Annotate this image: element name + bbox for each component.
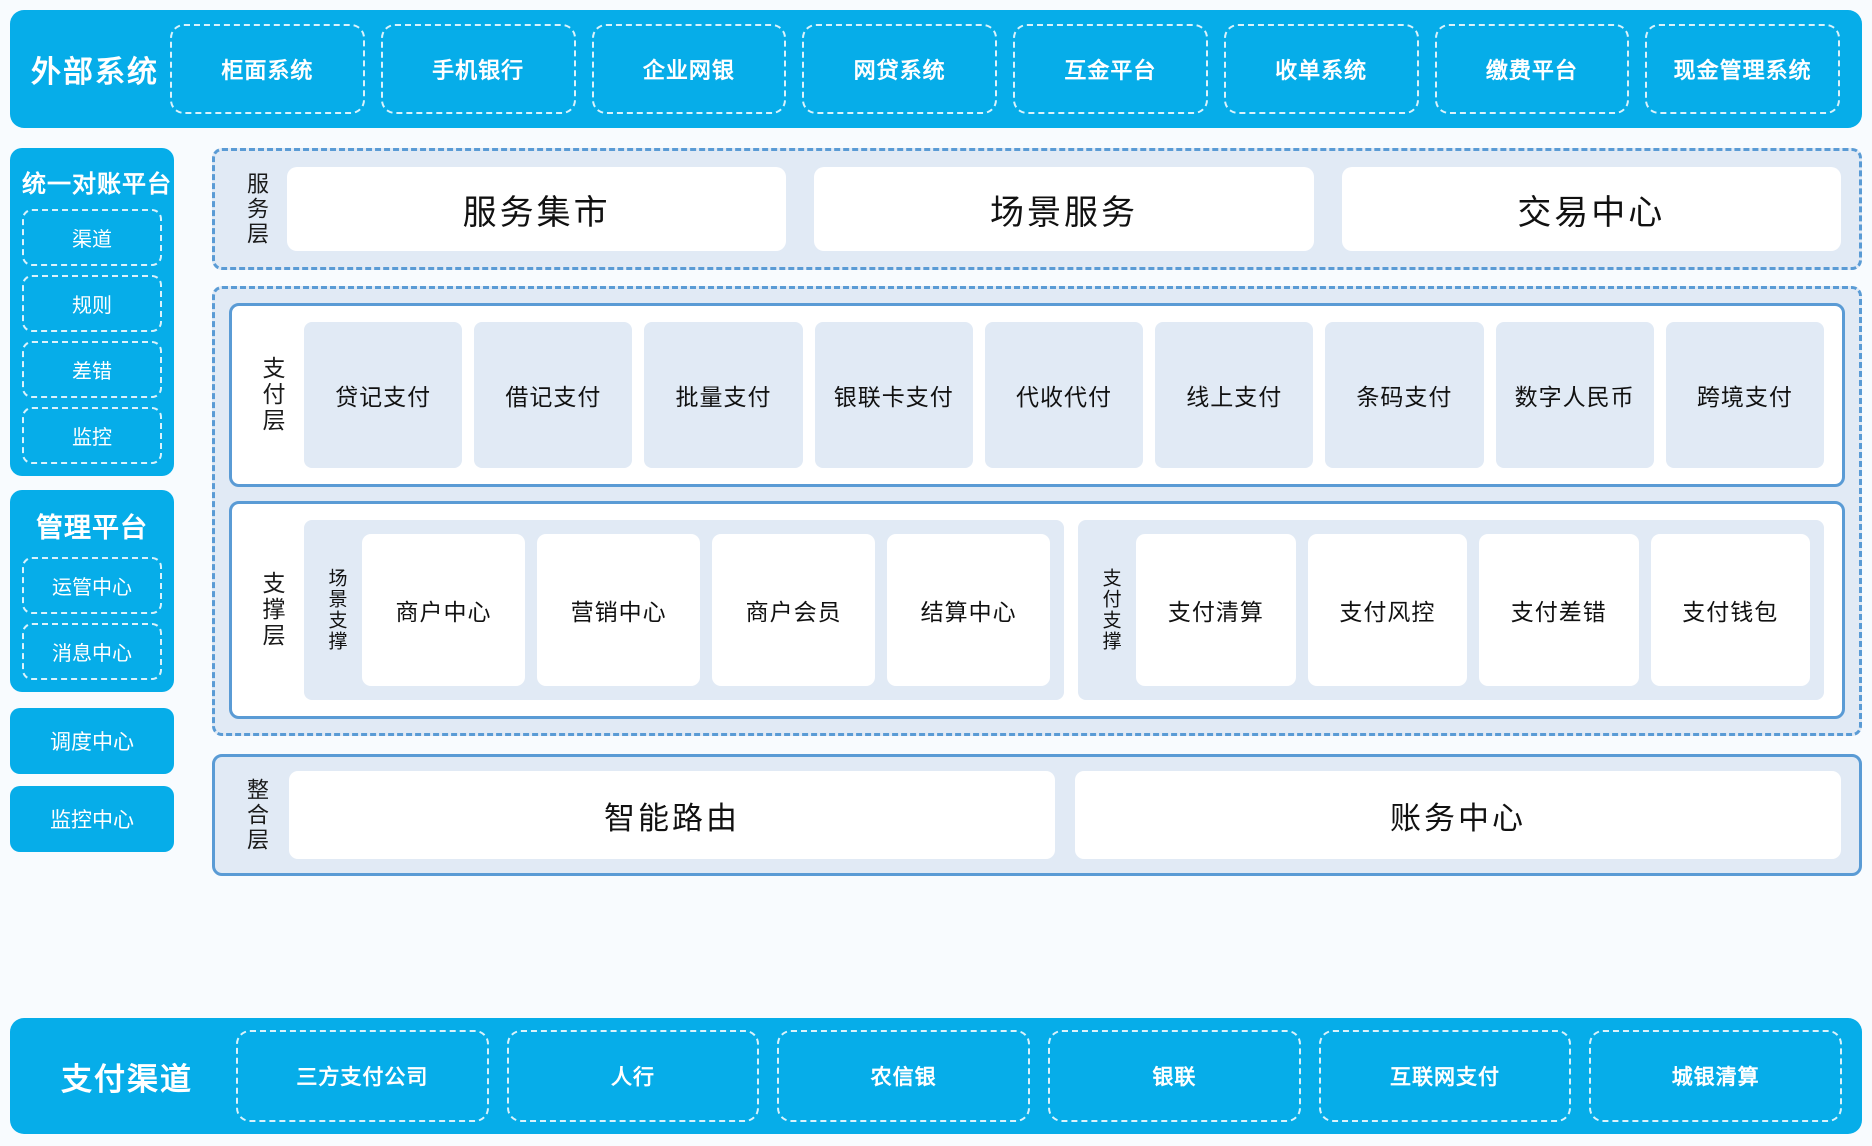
service-card-transaction[interactable]: 交易中心 <box>1341 167 1841 251</box>
left-rail: 统一对账平台 渠道 规则 差错 监控 管理平台 运管中心 消息中心 调度中心 监… <box>10 148 174 864</box>
external-system-chip[interactable]: 柜面系统 <box>170 24 365 114</box>
payment-support-group: 支付支撑 支付清算 支付风控 支付差错 支付钱包 <box>1078 520 1824 700</box>
payment-channel-chip[interactable]: 三方支付公司 <box>236 1030 489 1122</box>
payment-support-card-clearing[interactable]: 支付清算 <box>1136 534 1296 686</box>
scene-support-cards: 商户中心 营销中心 商户会员 结算中心 <box>362 534 1051 686</box>
payment-card-batch[interactable]: 批量支付 <box>644 322 803 468</box>
payment-support-card-error[interactable]: 支付差错 <box>1479 534 1639 686</box>
payment-card-unionpay[interactable]: 银联卡支付 <box>814 322 973 468</box>
payment-channel-chip[interactable]: 城银清算 <box>1589 1030 1843 1122</box>
scheduling-center-card[interactable]: 调度中心 <box>10 708 174 774</box>
management-item-operations-center[interactable]: 运管中心 <box>22 557 162 614</box>
scene-card-merchant-center[interactable]: 商户中心 <box>362 534 526 686</box>
reconciliation-item-error[interactable]: 差错 <box>22 341 162 398</box>
external-systems-title: 外部系统 <box>31 56 159 89</box>
payment-channels-title: 支付渠道 <box>61 1061 193 1097</box>
scene-support-group: 场景支撑 商户中心 营销中心 商户会员 结算中心 <box>304 520 1065 700</box>
payment-support-card-risk-control[interactable]: 支付风控 <box>1307 534 1468 686</box>
payment-layer: 支付层 贷记支付 借记支付 批量支付 银联卡支付 代收代付 线上支付 条码支付 … <box>229 303 1845 487</box>
management-item-message-center[interactable]: 消息中心 <box>22 623 162 680</box>
external-system-chip[interactable]: 缴费平台 <box>1434 24 1630 114</box>
support-layer: 支撑层 场景支撑 商户中心 营销中心 商户会员 结算中心 支付支撑 <box>229 501 1845 719</box>
payment-channel-chip[interactable]: 农信银 <box>777 1030 1031 1122</box>
external-systems-items: 柜面系统 手机银行 企业网银 网贷系统 互金平台 收单系统 缴费平台 现金管理系… <box>170 10 1862 128</box>
external-system-chip[interactable]: 手机银行 <box>380 24 576 114</box>
integration-layer-label: 整合层 <box>244 777 269 853</box>
scene-card-marketing-center[interactable]: 营销中心 <box>537 534 701 686</box>
payment-support-cards: 支付清算 支付风控 支付差错 支付钱包 <box>1136 534 1810 686</box>
payment-channel-chip[interactable]: 银联 <box>1048 1030 1301 1122</box>
payment-channels-bar: 支付渠道 三方支付公司 人行 农信银 银联 互联网支付 城银清算 <box>10 1018 1862 1134</box>
reconciliation-item-rule[interactable]: 规则 <box>22 275 162 332</box>
layer-stack: 服务层 服务集市 场景服务 交易中心 支付层 贷记支付 借记支付 批量支付 银联… <box>212 148 1862 876</box>
service-card-scenario[interactable]: 场景服务 <box>814 167 1314 251</box>
payment-card-barcode[interactable]: 条码支付 <box>1325 322 1484 468</box>
payment-card-online[interactable]: 线上支付 <box>1155 322 1314 468</box>
external-system-chip[interactable]: 互金平台 <box>1013 24 1208 114</box>
payment-channels-items: 三方支付公司 人行 农信银 银联 互联网支付 城银清算 <box>236 1018 1862 1134</box>
payment-card-digital-rmb[interactable]: 数字人民币 <box>1495 322 1654 468</box>
integration-layer: 整合层 智能路由 账务中心 <box>212 754 1862 876</box>
payment-card-credit[interactable]: 贷记支付 <box>304 322 463 468</box>
management-platform-title: 管理平台 <box>36 513 148 543</box>
reconciliation-item-channel[interactable]: 渠道 <box>22 209 162 266</box>
management-platform-card: 管理平台 运管中心 消息中心 <box>10 490 174 692</box>
external-system-chip[interactable]: 现金管理系统 <box>1645 24 1840 114</box>
external-system-chip[interactable]: 企业网银 <box>591 24 787 114</box>
payment-card-cross-border[interactable]: 跨境支付 <box>1665 322 1824 468</box>
core-layers-container: 支付层 贷记支付 借记支付 批量支付 银联卡支付 代收代付 线上支付 条码支付 … <box>212 286 1862 736</box>
external-system-chip[interactable]: 收单系统 <box>1223 24 1419 114</box>
service-layer-cards: 服务集市 场景服务 交易中心 <box>287 167 1841 251</box>
payment-card-debit[interactable]: 借记支付 <box>474 322 633 468</box>
scene-support-label: 场景支撑 <box>325 568 347 652</box>
service-layer-label: 服务层 <box>244 171 269 247</box>
integration-layer-cards: 智能路由 账务中心 <box>289 771 1841 859</box>
service-card-marketplace[interactable]: 服务集市 <box>287 167 787 251</box>
scene-card-merchant-member[interactable]: 商户会员 <box>712 534 876 686</box>
payment-channel-chip[interactable]: 互联网支付 <box>1318 1030 1572 1122</box>
reconciliation-platform-title: 统一对账平台 <box>22 171 172 198</box>
external-systems-bar: 外部系统 柜面系统 手机银行 企业网银 网贷系统 互金平台 收单系统 缴费平台 … <box>10 10 1862 128</box>
integration-card-accounting-center[interactable]: 账务中心 <box>1075 771 1841 859</box>
support-layer-groups: 场景支撑 商户中心 营销中心 商户会员 结算中心 支付支撑 支付清算 支付风控 <box>304 520 1824 700</box>
payment-support-label: 支付支撑 <box>1099 568 1121 652</box>
monitoring-center-card[interactable]: 监控中心 <box>10 786 174 852</box>
payment-layer-label: 支付层 <box>259 356 285 434</box>
payment-channel-chip[interactable]: 人行 <box>506 1030 760 1122</box>
reconciliation-platform-card: 统一对账平台 渠道 规则 差错 监控 <box>10 148 174 476</box>
external-system-chip[interactable]: 网贷系统 <box>802 24 997 114</box>
payment-card-collection-payment[interactable]: 代收代付 <box>984 322 1144 468</box>
reconciliation-item-monitor[interactable]: 监控 <box>22 407 162 464</box>
service-layer: 服务层 服务集市 场景服务 交易中心 <box>212 148 1862 270</box>
integration-card-smart-routing[interactable]: 智能路由 <box>289 771 1055 859</box>
payment-layer-cards: 贷记支付 借记支付 批量支付 银联卡支付 代收代付 线上支付 条码支付 数字人民… <box>304 322 1824 468</box>
payment-support-card-wallet[interactable]: 支付钱包 <box>1650 534 1810 686</box>
support-layer-label: 支撑层 <box>259 571 285 649</box>
scene-card-settlement-center[interactable]: 结算中心 <box>887 534 1051 686</box>
